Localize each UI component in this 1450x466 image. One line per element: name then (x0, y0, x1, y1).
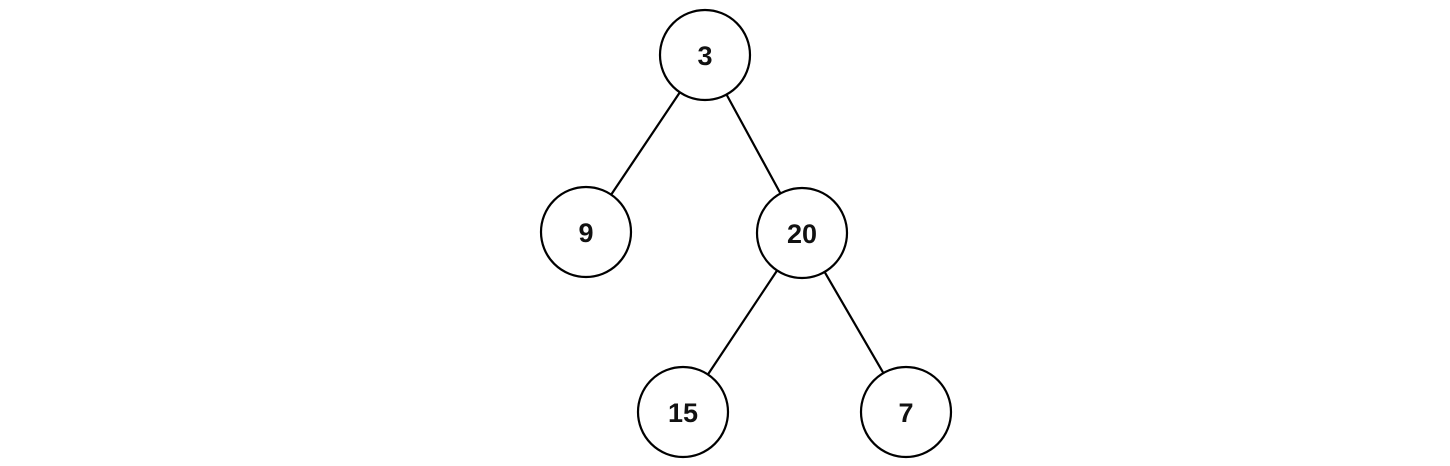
node-label: 7 (898, 398, 913, 428)
edge-3-9 (610, 91, 681, 196)
tree-edges (610, 91, 885, 376)
node-label: 9 (578, 218, 593, 248)
node-circle (658, 8, 752, 102)
edge-20-7 (823, 271, 885, 374)
node-circle (859, 365, 953, 459)
node-circle (636, 365, 730, 459)
node-circle (755, 186, 849, 280)
node-label: 3 (697, 41, 712, 71)
node-right-right-grandchild: 7 (859, 365, 953, 459)
node-label: 20 (787, 219, 817, 249)
node-left-child: 9 (539, 185, 633, 279)
node-circle (539, 185, 633, 279)
edge-3-20 (725, 93, 782, 195)
node-right-child: 20 (755, 186, 849, 280)
tree-nodes: 3 9 20 15 7 (539, 8, 953, 459)
node-right-left-grandchild: 15 (636, 365, 730, 459)
node-root: 3 (658, 8, 752, 102)
edge-20-15 (706, 269, 779, 376)
node-label: 15 (668, 398, 698, 428)
